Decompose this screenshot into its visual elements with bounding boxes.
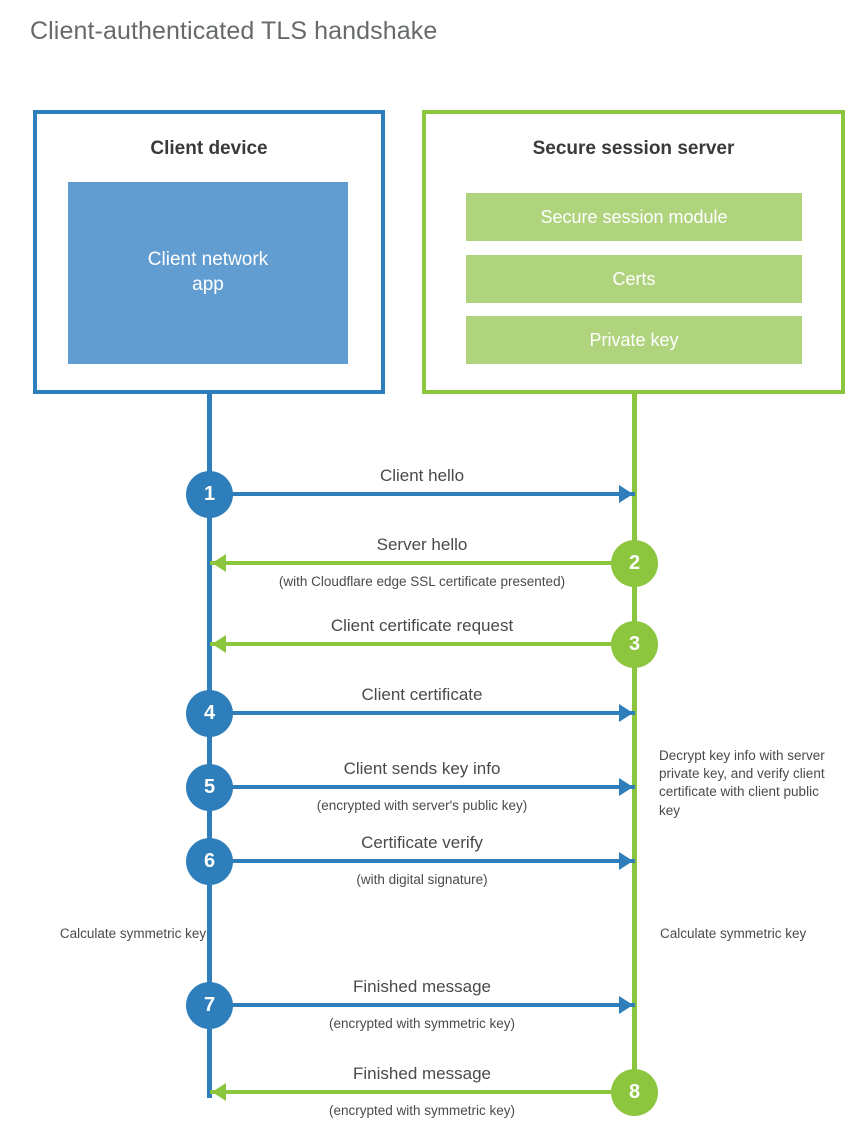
step-circle-6[interactable]: 6	[186, 837, 233, 885]
note-client-calculate-symmetric-key: Calculate symmetric key	[59, 926, 207, 941]
message-arrow-3	[209, 642, 635, 646]
step-circle-8[interactable]: 8	[611, 1068, 658, 1116]
message-sublabel-5: (encrypted with server's public key)	[316, 798, 528, 813]
message-sublabel-6: (with digital signature)	[356, 872, 488, 887]
message-arrowhead-7	[618, 996, 633, 1014]
message-arrowhead-8	[211, 1083, 226, 1101]
message-arrow-4	[209, 711, 635, 715]
step-circle-1[interactable]: 1	[186, 470, 233, 518]
message-label-8: Finished message	[353, 1064, 491, 1083]
step-circle-2[interactable]: 2	[611, 539, 658, 587]
message-arrowhead-4	[618, 704, 633, 722]
client-app-label-line1: Client network	[147, 249, 269, 271]
message-arrowhead-1	[618, 485, 633, 503]
server-module-secure-session-module: Secure session module	[466, 193, 802, 241]
message-label-6: Certificate verify	[361, 833, 483, 852]
message-sublabel-2: (with Cloudflare edge SSL certificate pr…	[278, 574, 566, 589]
client-network-app-block: Client network app	[68, 182, 348, 364]
server-module-certs: Certs	[466, 255, 802, 303]
message-arrowhead-3	[211, 635, 226, 653]
message-label-4: Client certificate	[361, 685, 483, 704]
message-arrow-7	[209, 1003, 635, 1007]
note-server-decrypt: Decrypt key info with server private key…	[659, 748, 825, 818]
server-lifeline	[632, 392, 637, 1092]
secure-session-server-box: Secure session server Secure session mod…	[422, 110, 845, 394]
message-label-7: Finished message	[353, 977, 491, 996]
step-circle-4[interactable]: 4	[186, 689, 233, 737]
message-label-1: Client hello	[379, 466, 465, 485]
secure-session-server-title: Secure session server	[532, 138, 735, 159]
message-label-3: Client certificate request	[330, 616, 514, 635]
server-module-private-key: Private key	[466, 316, 802, 364]
message-arrowhead-2	[211, 554, 226, 572]
message-arrowhead-5	[618, 778, 633, 796]
step-circle-7[interactable]: 7	[186, 981, 233, 1029]
step-circle-3[interactable]: 3	[611, 620, 658, 668]
message-sublabel-7: (encrypted with symmetric key)	[328, 1016, 516, 1031]
message-label-2: Server hello	[376, 535, 468, 554]
client-device-title: Client device	[150, 138, 268, 159]
message-arrow-5	[209, 785, 635, 789]
message-arrowhead-6	[618, 852, 633, 870]
message-arrow-2	[209, 561, 635, 565]
page-title: Client-authenticated TLS handshake	[30, 17, 438, 45]
message-label-5: Client sends key info	[343, 759, 501, 778]
client-lifeline	[207, 392, 212, 1098]
message-sublabel-8: (encrypted with symmetric key)	[328, 1103, 516, 1118]
client-device-box: Client device Client network app	[33, 110, 385, 394]
client-app-label-line2: app	[192, 274, 224, 295]
message-arrow-8	[209, 1090, 635, 1094]
message-arrow-6	[209, 859, 635, 863]
step-circle-5[interactable]: 5	[186, 763, 233, 811]
message-arrow-1	[209, 492, 635, 496]
note-server-calculate-symmetric-key: Calculate symmetric key	[660, 926, 807, 941]
